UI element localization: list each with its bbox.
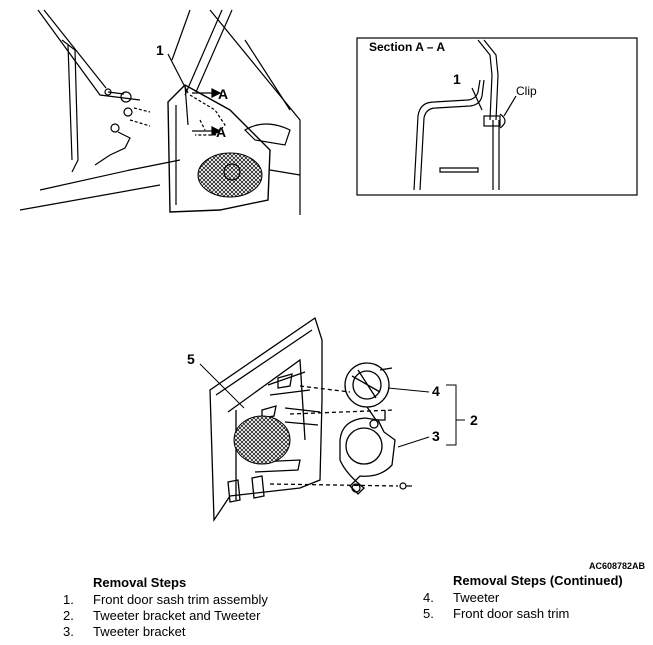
tweeter-exploded [344, 362, 393, 421]
section-title: Section A – A [369, 40, 445, 54]
door-installation-view [19, 9, 301, 215]
tweeter-grille-top [197, 152, 263, 198]
callout-1-top: 1 [156, 42, 164, 58]
section-box [356, 37, 638, 196]
step-number: 1. [63, 592, 74, 607]
removal-step-5: 5. Front door sash trim [423, 606, 569, 622]
section-drawing [413, 39, 517, 191]
removal-step-3: 3. Tweeter bracket [63, 624, 186, 640]
removal-steps-continued-title: Removal Steps (Continued) [453, 573, 623, 588]
step-number: 2. [63, 608, 74, 623]
callout-5: 5 [187, 351, 195, 367]
section-arrow-a-upper: A [218, 86, 228, 102]
callout-1-section: 1 [453, 71, 461, 87]
removal-steps-title: Removal Steps [93, 575, 187, 590]
clip-label: Clip [516, 84, 537, 98]
step-text: Tweeter bracket [93, 624, 186, 639]
figure-code: AC608782AB [589, 561, 646, 571]
section-arrow-a-lower: A [216, 124, 226, 140]
removal-step-1: 1. Front door sash trim assembly [63, 592, 268, 608]
removal-step-2: 2. Tweeter bracket and Tweeter [63, 608, 260, 624]
sash-trim-exploded [209, 316, 399, 523]
callout-3: 3 [432, 428, 440, 444]
callout-4: 4 [432, 383, 440, 399]
step-text: Tweeter [453, 590, 500, 605]
step-text: Tweeter bracket and Tweeter [93, 608, 261, 623]
step-text: Front door sash trim [453, 606, 570, 621]
tweeter-grille-exploded [233, 415, 291, 465]
tweeter-bracket-exploded [339, 417, 396, 495]
screw-exploded [399, 482, 412, 490]
step-number: 4. [423, 590, 434, 605]
step-number: 3. [63, 624, 74, 639]
removal-step-4: 4. Tweeter [423, 590, 499, 606]
section-arrows [167, 53, 222, 136]
callout-2: 2 [470, 412, 478, 428]
step-number: 5. [423, 606, 434, 621]
callout-leaders [199, 363, 465, 448]
step-text: Front door sash trim assembly [93, 592, 268, 607]
